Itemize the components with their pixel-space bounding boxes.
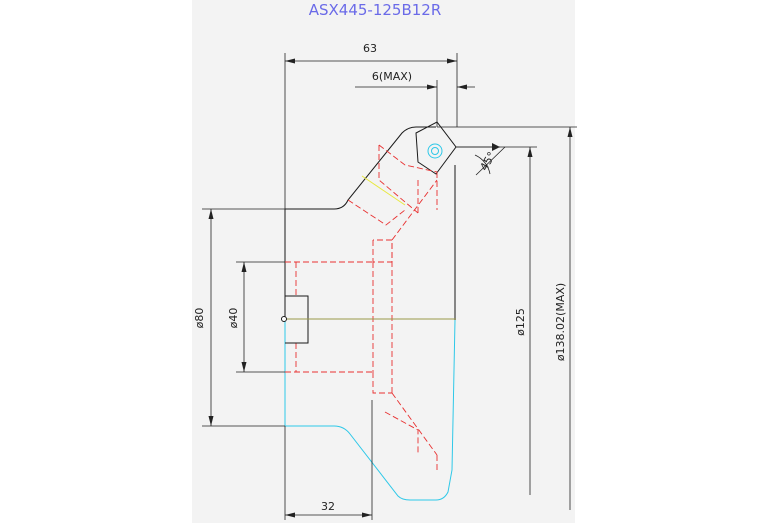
hidden-lines	[285, 144, 438, 470]
dim-hub-dia: ø40	[227, 308, 240, 329]
insert-screw-icon	[427, 143, 443, 159]
cutter-body-lower-outline	[284, 319, 456, 501]
insert-highlight-line	[361, 175, 406, 206]
center-point	[281, 316, 287, 322]
dimension-arrows	[208, 58, 573, 518]
drawing-title: ASX445-125B12R	[309, 1, 442, 19]
dim-chip-max: 6(MAX)	[372, 70, 412, 83]
insert-pocket	[415, 121, 457, 175]
keyway-outline	[285, 295, 309, 344]
dim-cutter-dia: ø125	[514, 308, 527, 336]
dim-body-height: 32	[321, 500, 335, 513]
dim-max-dia: ø138.02(MAX)	[554, 283, 567, 361]
dim-overall-width: 63	[363, 42, 377, 55]
dimension-lines	[202, 53, 577, 520]
dim-bore-dia: ø80	[193, 308, 206, 329]
